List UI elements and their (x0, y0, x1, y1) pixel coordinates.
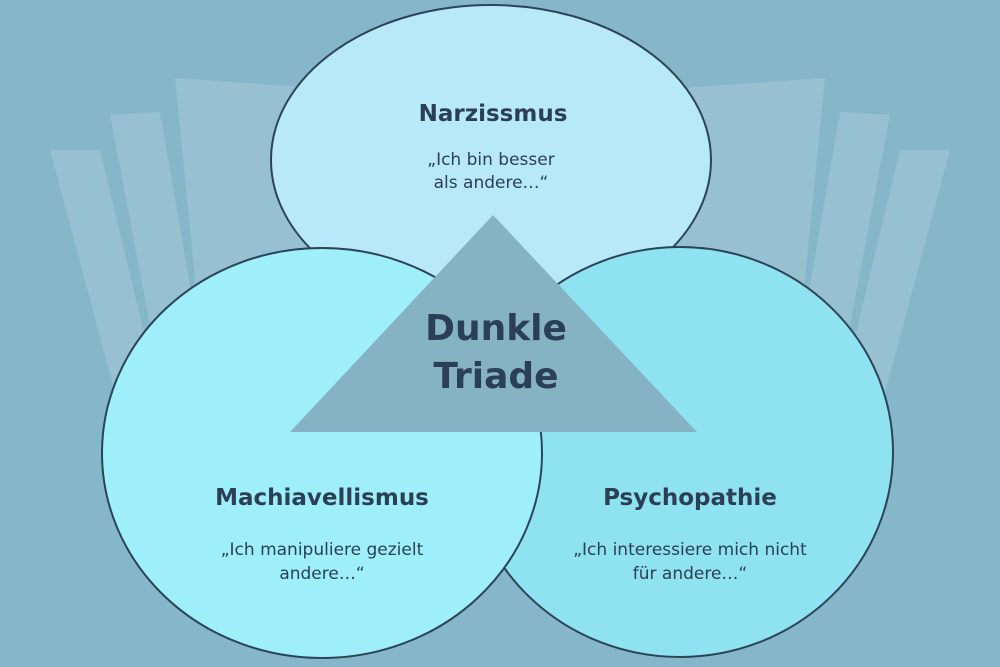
center-triangle (290, 215, 697, 432)
center-label-line1: Dunkle (425, 308, 567, 349)
machiavellismus-title: Machiavellismus (215, 485, 429, 511)
psychopathie-title: Psychopathie (603, 485, 777, 511)
machiavellismus-quote-line2: andere…“ (279, 564, 364, 584)
psychopathie-quote-line2: für andere…“ (633, 564, 747, 584)
center-label-line2: Triade (433, 356, 558, 397)
machiavellismus-quote-line1: „Ich manipuliere gezielt (221, 540, 424, 560)
narzissmus-quote-line2: als andere…“ (434, 173, 549, 193)
narzissmus-title: Narzissmus (419, 101, 568, 127)
psychopathie-quote-line1: „Ich interessiere mich nicht (573, 540, 807, 560)
narzissmus-quote-line1: „Ich bin besser (427, 150, 554, 170)
